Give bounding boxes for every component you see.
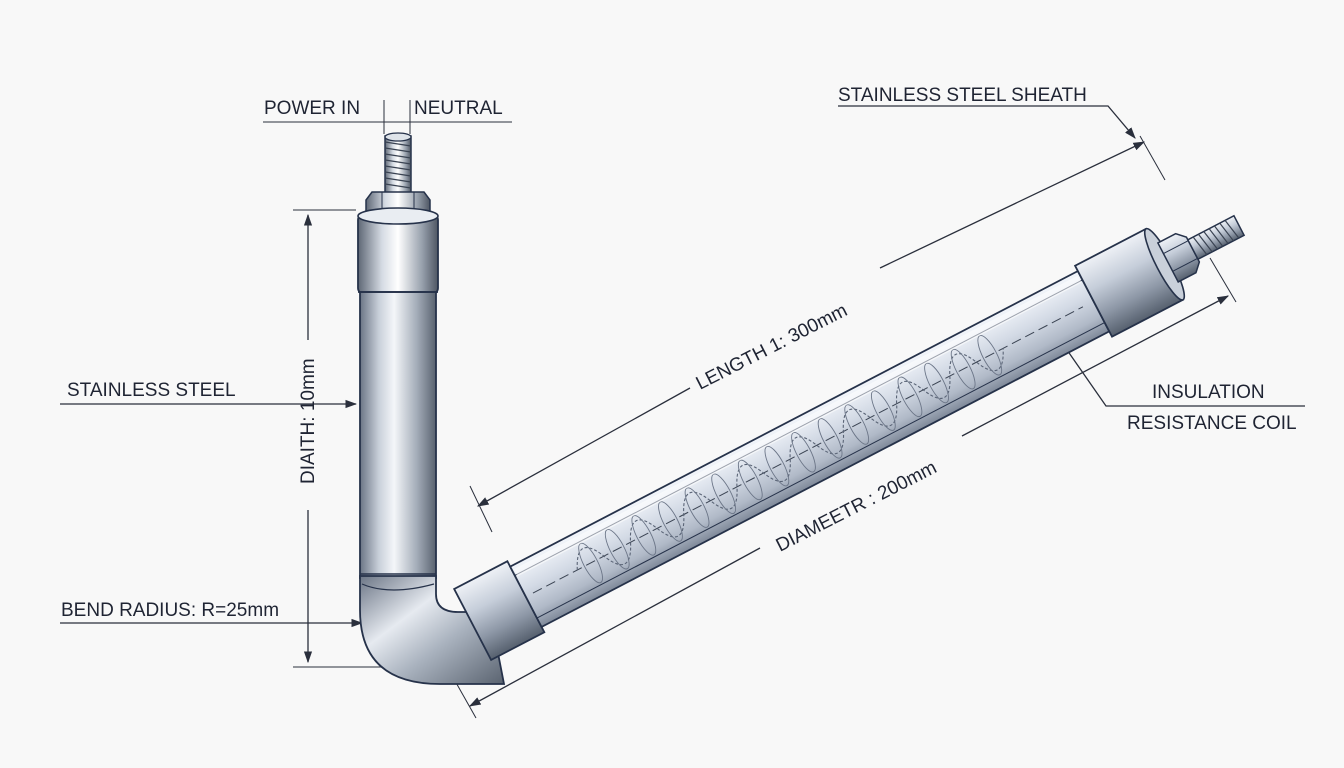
length-dim-line-right [879,141,1146,269]
label-power-in: POWER IN [264,98,360,119]
bend-elbow [359,575,506,685]
label-stainless: STAINLESS STEEL [67,380,236,401]
vertical-tube [357,207,439,579]
label-sheath: STAINLESS STEEL SHEATH [838,85,1087,106]
diameter-dim-line-left [468,547,761,707]
label-coil: RESISTANCE COIL [1127,413,1297,434]
diagonal-tube [452,214,1246,662]
diameter-dim-line-right [961,295,1230,437]
diameter-ext-right [1209,257,1237,303]
length-dim-line-left [476,387,691,507]
length-ext-left [469,485,493,533]
label-length: LENGTH 1: 300mm [693,300,851,394]
label-insulation: INSULATION [1152,382,1265,403]
sheath-leader [838,105,1136,139]
label-bend: BEND RADIUS: R=25mm [61,600,279,621]
label-vertical-dim: DIAITH: 10mm [298,358,319,484]
label-neutral: NEUTRAL [414,98,503,119]
